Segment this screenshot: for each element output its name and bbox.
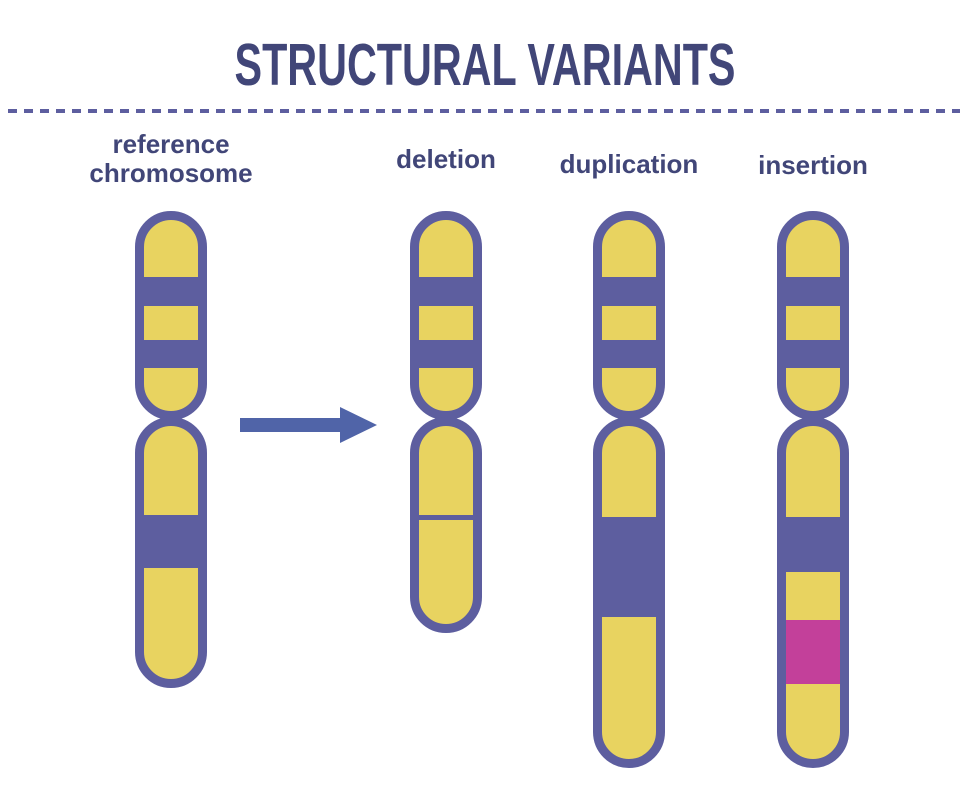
- chromosome-band: [144, 340, 198, 368]
- chromosome-reference-q-arm: [135, 417, 207, 688]
- chromosome-band: [419, 515, 473, 520]
- chromosome-band: [786, 340, 840, 368]
- arrow-head-icon: [340, 407, 377, 443]
- chromosome-duplication-p-arm: [593, 211, 665, 420]
- chromosome-deletion-q-arm: [410, 417, 482, 633]
- chromosome-insertion-p-arm: [777, 211, 849, 420]
- chromosome-band: [144, 515, 198, 568]
- label-duplication: duplication: [559, 149, 699, 179]
- chromosome-band: [144, 277, 198, 306]
- inserted-band: [786, 620, 840, 684]
- chromosome-band: [419, 340, 473, 368]
- chromosome-reference-p-arm: [135, 211, 207, 420]
- chromosome-band: [786, 277, 840, 306]
- chromosome-band: [419, 277, 473, 306]
- dotted-divider: [8, 109, 960, 113]
- arrow-shaft: [240, 418, 342, 432]
- page-title: STRUCTURAL VARIANTS: [234, 32, 736, 98]
- label-insertion: insertion: [758, 150, 868, 180]
- chromosome-band: [602, 340, 656, 368]
- chromosome-band: [786, 517, 840, 572]
- chromosome-band: [602, 517, 656, 617]
- chromosome-duplication-q-arm: [593, 417, 665, 768]
- chromosome-band: [602, 277, 656, 306]
- chromosome-insertion-q-arm: [777, 417, 849, 768]
- chromosome-deletion-p-arm: [410, 211, 482, 420]
- label-deletion: deletion: [396, 144, 496, 174]
